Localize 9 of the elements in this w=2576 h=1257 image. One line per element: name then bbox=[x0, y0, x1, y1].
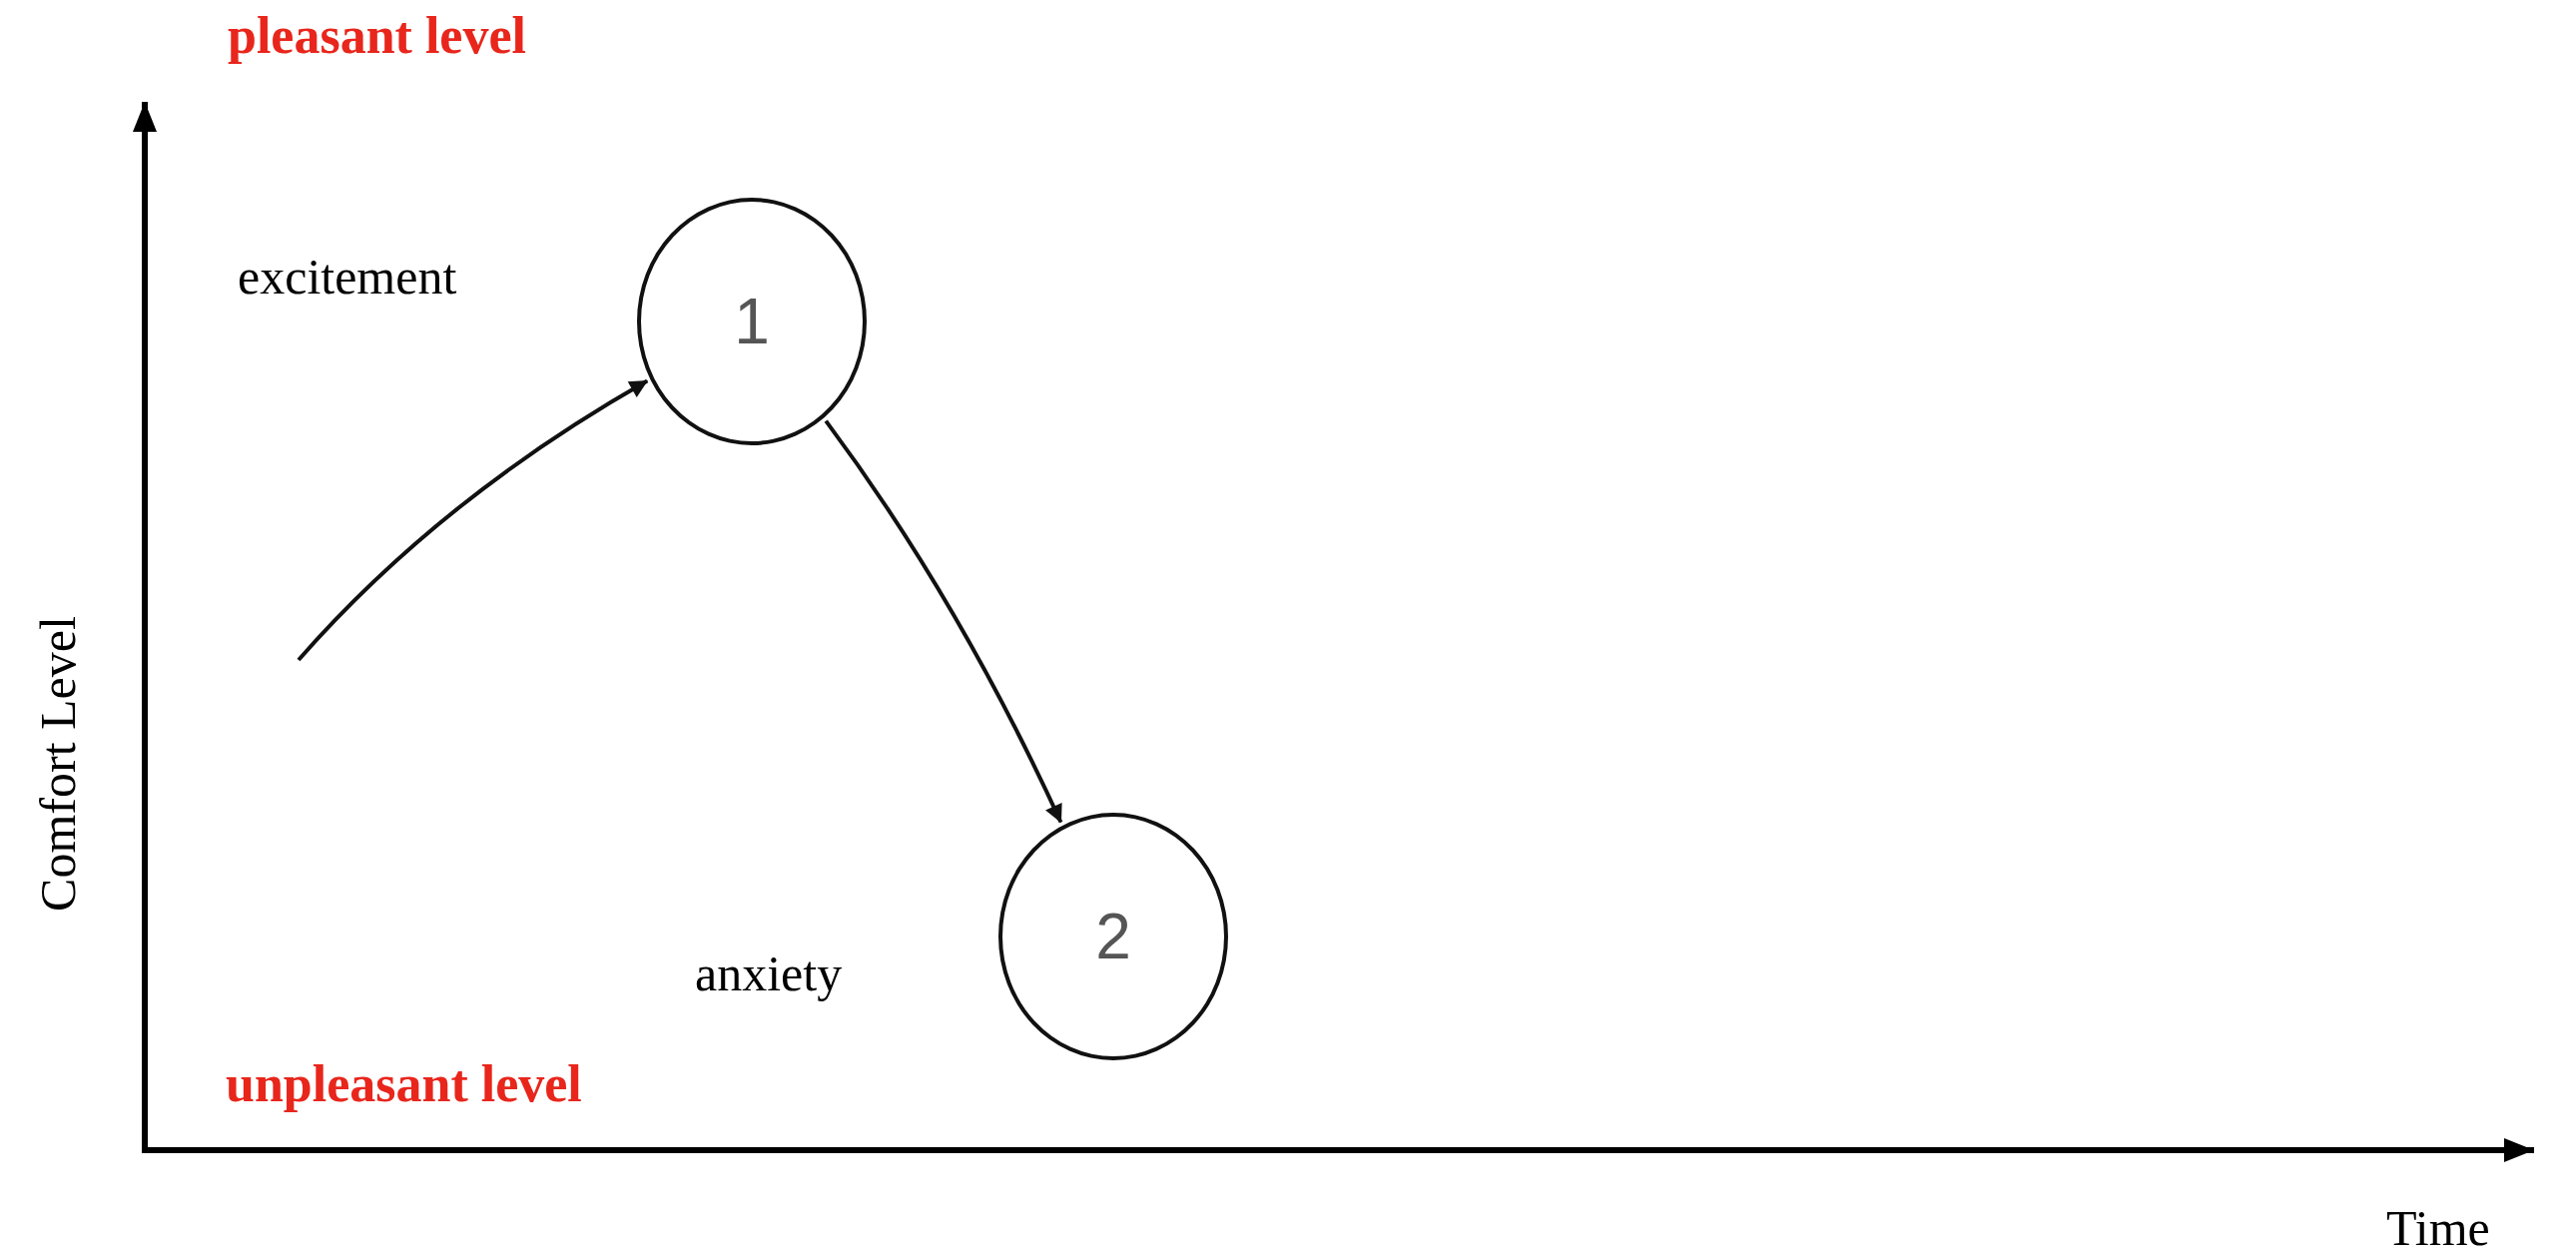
axis-title: Time bbox=[2386, 1203, 2490, 1253]
arrow bbox=[824, 419, 1063, 824]
level-label: unpleasant level bbox=[226, 1058, 582, 1110]
arrow bbox=[297, 378, 649, 662]
axis-title: Comfort Level bbox=[33, 616, 83, 912]
level-label: pleasant level bbox=[228, 10, 526, 62]
node-number: 1 bbox=[734, 290, 770, 353]
state-label: excitement bbox=[238, 252, 457, 302]
node-number: 2 bbox=[1095, 905, 1131, 968]
